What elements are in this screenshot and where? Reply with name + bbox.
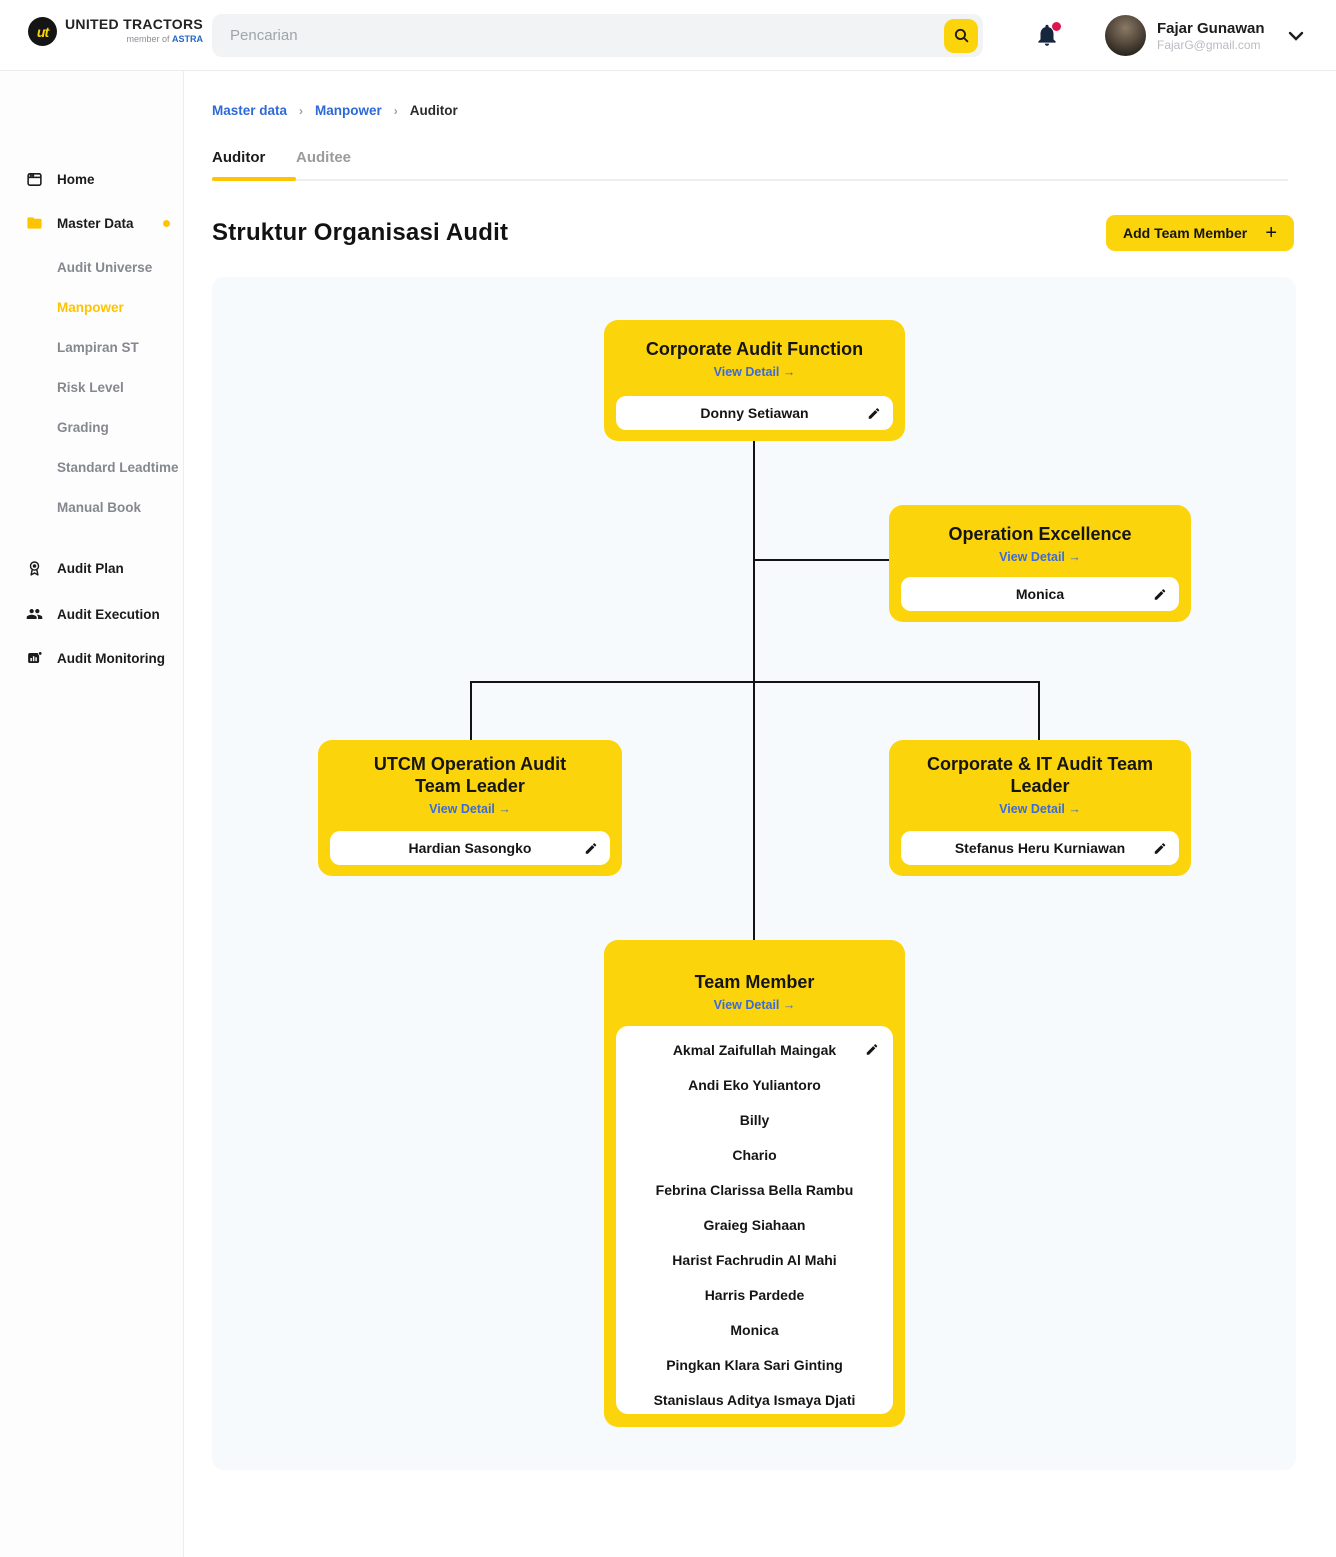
team-member-row: Graieg Siahaan — [703, 1216, 806, 1233]
node-title: Operation Excellence — [948, 524, 1132, 544]
person-pill: Donny Setiawan — [616, 396, 893, 430]
team-member-row: Billy — [739, 1111, 770, 1128]
connector-line — [754, 559, 890, 561]
search-icon — [953, 27, 970, 44]
node-title: Corporate Audit Function — [645, 339, 864, 359]
person-pill: Monica — [901, 577, 1179, 611]
team-member-list: Akmal Zaifullah Maingak Andi Eko Yuliant… — [616, 1026, 893, 1414]
node-corporate-it-team-leader: Corporate & IT Audit Team Leader View De… — [889, 740, 1191, 876]
avatar — [1105, 15, 1146, 56]
sidebar-item-manpower[interactable]: Manpower — [57, 299, 124, 315]
user-name: Fajar Gunawan — [1157, 20, 1265, 37]
master-data-active-dot — [163, 220, 170, 227]
search-input[interactable] — [212, 27, 944, 44]
sidebar-item-audit-plan[interactable]: Audit Plan — [0, 556, 184, 580]
node-corporate-audit-function: Corporate Audit Function View Detail → D… — [604, 320, 905, 441]
top-header: ut UNITED TRACTORS member of ASTRA — [0, 0, 1336, 71]
team-member-row: Monica — [730, 1321, 779, 1338]
node-team-member: Team Member View Detail → Akmal Zaifulla… — [604, 940, 905, 1427]
breadcrumb-separator-icon: › — [299, 103, 304, 118]
sidebar-item-audit-monitoring[interactable]: Audit Monitoring — [0, 646, 184, 670]
view-detail-link[interactable]: View Detail → — [713, 365, 796, 379]
notification-badge — [1052, 22, 1061, 31]
team-member-row: Chario — [732, 1146, 777, 1163]
view-detail-link[interactable]: View Detail → — [999, 802, 1081, 816]
team-member-row: Pingkan Klara Sari Ginting — [666, 1356, 843, 1373]
home-icon — [26, 171, 43, 188]
node-title: UTCM Operation Audit Team Leader — [373, 754, 567, 796]
connector-line — [470, 681, 1040, 683]
edit-pencil-icon[interactable] — [1152, 841, 1167, 856]
company-name: UNITED TRACTORS — [65, 16, 204, 32]
edit-pencil-icon[interactable] — [864, 1042, 879, 1057]
org-chart-panel: Corporate Audit Function View Detail → D… — [212, 277, 1296, 1470]
connector-line — [1038, 681, 1040, 740]
connector-line — [753, 441, 755, 940]
view-detail-link[interactable]: View Detail → — [713, 998, 796, 1012]
notification-button[interactable] — [1034, 22, 1062, 50]
folder-icon — [26, 215, 43, 232]
tab-auditee[interactable]: Auditee — [296, 149, 352, 166]
breadcrumb-master-data[interactable]: Master data — [212, 103, 288, 118]
breadcrumb: Master data › Manpower › Auditor — [212, 103, 458, 118]
search-button[interactable] — [944, 18, 978, 53]
person-pill: Stefanus Heru Kurniawan — [901, 831, 1179, 865]
chart-monitor-icon — [26, 650, 43, 667]
people-icon — [26, 606, 43, 623]
page-title: Struktur Organisasi Audit — [212, 219, 509, 246]
chevron-down-icon — [1288, 31, 1304, 41]
edit-pencil-icon[interactable] — [1152, 587, 1167, 602]
tab-auditor[interactable]: Auditor — [212, 149, 266, 166]
view-detail-link[interactable]: View Detail → — [429, 802, 511, 816]
team-member-row: Harris Pardede — [704, 1286, 805, 1303]
edit-pencil-icon[interactable] — [583, 841, 598, 856]
sidebar-item-home[interactable]: Home — [0, 167, 184, 191]
user-email: FajarG@gmail.com — [1157, 38, 1261, 52]
node-title: Team Member — [694, 972, 815, 992]
node-operation-excellence: Operation Excellence View Detail → Monic… — [889, 505, 1191, 622]
node-utcm-team-leader: UTCM Operation Audit Team Leader View De… — [318, 740, 622, 876]
team-member-row: Akmal Zaifullah Maingak — [616, 1032, 893, 1067]
bell-icon — [1034, 22, 1062, 48]
sidebar-item-risk-level[interactable]: Risk Level — [57, 379, 124, 395]
sidebar-item-audit-universe[interactable]: Audit Universe — [57, 259, 153, 275]
view-detail-link[interactable]: View Detail → — [999, 550, 1081, 564]
team-member-row: Stanislaus Aditya Ismaya Djati — [653, 1391, 856, 1408]
company-logo: ut UNITED TRACTORS member of ASTRA — [28, 15, 203, 46]
member-of-astra: member of ASTRA — [126, 34, 204, 44]
breadcrumb-manpower[interactable]: Manpower — [315, 103, 382, 118]
node-title: Corporate & IT Audit Team Leader — [927, 754, 1154, 796]
medal-icon — [26, 560, 43, 577]
plus-icon: + — [1265, 222, 1277, 244]
profile-menu[interactable]: Fajar Gunawan FajarG@gmail.com — [1105, 15, 1304, 56]
breadcrumb-auditor: Auditor — [409, 103, 458, 118]
tab-divider — [212, 179, 1288, 181]
search-bar — [212, 14, 983, 57]
breadcrumb-separator-icon: › — [393, 103, 398, 118]
connector-line — [470, 681, 472, 740]
person-pill: Hardian Sasongko — [330, 831, 610, 865]
sidebar-item-standard-leadtime[interactable]: Standard Leadtime — [57, 459, 179, 475]
sidebar: Home Master Data Audit Universe Manpower… — [0, 71, 184, 1557]
add-team-member-button[interactable]: Add Team Member + — [1106, 215, 1294, 251]
edit-pencil-icon[interactable] — [866, 406, 881, 421]
sidebar-item-audit-execution[interactable]: Audit Execution — [0, 602, 184, 626]
team-member-row: Andi Eko Yuliantoro — [688, 1076, 821, 1093]
sidebar-item-manual-book[interactable]: Manual Book — [57, 499, 142, 515]
team-member-row: Harist Fachrudin Al Mahi — [672, 1251, 837, 1268]
ut-logo-icon: ut — [28, 17, 57, 46]
sidebar-item-master-data[interactable]: Master Data — [0, 211, 184, 235]
team-member-row: Febrina Clarissa Bella Rambu — [655, 1181, 854, 1198]
main-content: Master data › Manpower › Auditor Auditor… — [184, 71, 1336, 1557]
active-tab-underline — [212, 177, 296, 181]
sidebar-item-grading[interactable]: Grading — [57, 419, 109, 435]
sidebar-item-lampiran-st[interactable]: Lampiran ST — [57, 339, 139, 355]
